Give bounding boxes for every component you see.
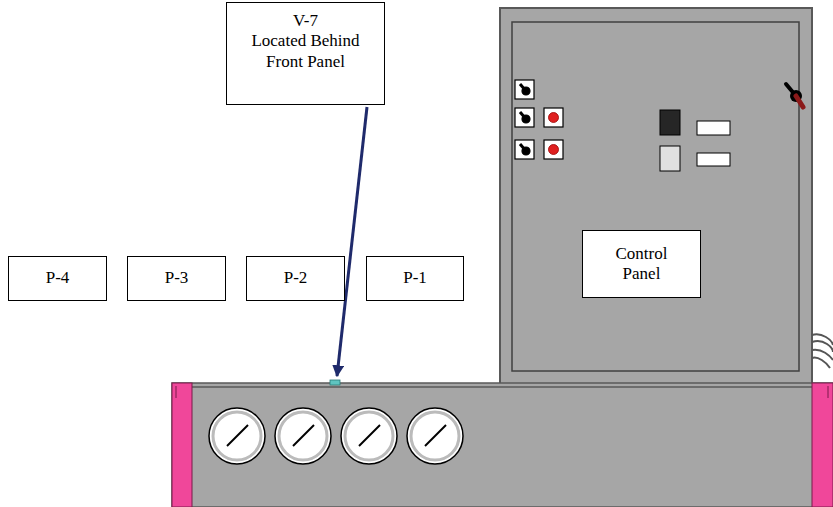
- valve-marker: [330, 380, 340, 385]
- pump-label-box: P-1: [366, 256, 464, 301]
- part-label: P-3: [165, 268, 189, 288]
- callout-note: Located Behind Front Panel: [245, 31, 367, 72]
- toggle-switches: [515, 80, 534, 159]
- text-stack: V-7Located Behind Front Panel: [245, 11, 367, 72]
- leader-arrow: [337, 107, 367, 376]
- text-stack: P-2: [284, 268, 308, 288]
- part-label: P-2: [284, 268, 308, 288]
- part-label: P-1: [403, 268, 427, 288]
- rotary-switch: [786, 84, 803, 107]
- panel-label-box: Control Panel: [582, 230, 701, 298]
- cable-coil: [812, 334, 833, 368]
- text-stack: P-4: [46, 268, 70, 288]
- pushbuttons: [660, 110, 730, 171]
- pump-label-box: P-3: [127, 256, 226, 301]
- control-panel-enclosure: [500, 8, 812, 386]
- callout-heading: V-7: [293, 11, 318, 31]
- callout-box: V-7Located Behind Front Panel: [226, 2, 385, 105]
- part-label: P-4: [46, 268, 70, 288]
- text-stack: P-1: [403, 268, 427, 288]
- pressure-gauges: [209, 408, 463, 464]
- text-stack: P-3: [165, 268, 189, 288]
- gauge-panel: [172, 383, 833, 507]
- text-stack: Control Panel: [606, 244, 678, 285]
- part-label: Control Panel: [606, 244, 678, 285]
- pump-label-box: P-4: [8, 256, 107, 301]
- indicator-lights: [544, 108, 563, 159]
- pump-label-box: P-2: [246, 256, 345, 301]
